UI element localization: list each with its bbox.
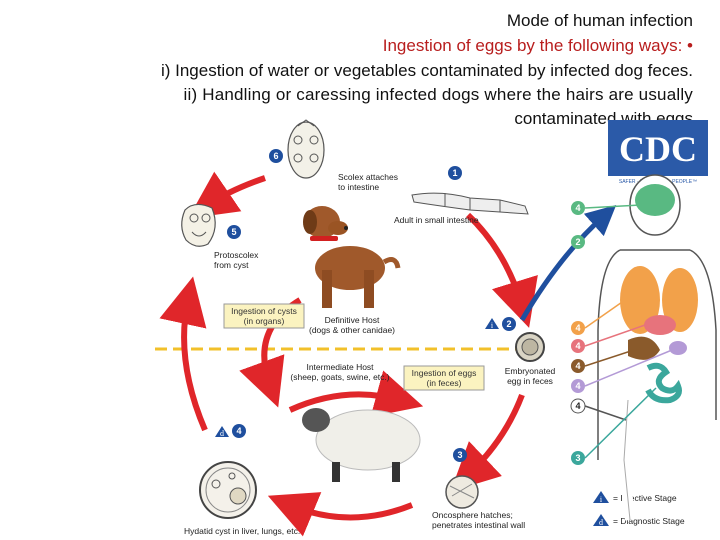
scolex-label-1: Scolex attaches [338,172,398,182]
subtitle: Ingestion of eggs by the following ways:… [382,36,693,55]
diagnostic-stage-marker-letter: d [220,429,224,438]
stage-1-number: 1 [452,168,457,178]
item-2-line-1: ii) Handling or caressing infected dogs … [183,85,693,104]
embryonated-label-1: Embryonated [505,366,556,376]
infective-stage-marker [485,318,499,329]
intermediate-host-label-2: (sheep, goats, swine, etc.) [290,372,389,382]
arrow-2-to-3 [450,393,525,492]
stage-3-number: 3 [457,450,462,460]
ingestion-eggs-label-2: (in feces) [427,378,462,388]
stage-6-badge [269,149,283,163]
embryonated-label-2: egg in feces [507,376,553,386]
definitive-host-label-2: (dogs & other canidae) [309,325,395,335]
stage-1-badge [448,166,462,180]
arrow-1-to-2 [465,212,538,328]
stage-5-badge [227,225,241,239]
legend-diagnostic-letter: d [599,518,603,527]
human-stage-badge-4: 4 [575,341,580,351]
arrow-4-to-5 [159,276,208,432]
diagnostic-stage-marker [215,426,229,437]
human-stage-4-purple-badge [571,379,585,393]
arrow-3-to-4 [267,492,414,537]
ingestion-eggs-box [403,365,485,391]
oncosphere-label-1: Oncosphere hatches; [432,510,513,520]
definitive-host-label-1: Definitive Host [325,315,380,325]
human-stage-badge-1: 4 [575,203,580,213]
legend-infective-letter: i [600,495,603,504]
ingestion-eggs-label-1: Ingestion of eggs [412,368,477,378]
ingestion-cysts-box [223,303,305,329]
human-stage-badge-2: 2 [575,237,580,247]
sheep-illustration [302,408,421,482]
ingestion-cysts-label-1: Ingestion of cysts [231,306,297,316]
hydatid-cyst-illustration [199,461,257,519]
oncosphere-label-2: penetrates intestinal wall [432,520,525,530]
ingestion-cysts-label-2: (in organs) [244,316,285,326]
human-stage-2-badge [571,235,585,249]
protoscolex-label-2: from cyst [214,260,249,270]
stage-4-badge [232,424,246,438]
oncosphere-illustration [445,475,479,509]
arrow-to-human [519,205,617,322]
human-figure-illustration [597,174,717,521]
human-stage-badge-7: 4 [575,401,580,411]
adult-label: Adult in small intestine [394,215,479,225]
cdc-logo-text: CDC [619,129,697,169]
infective-stage-marker-letter: i [491,321,494,330]
stage-6-number: 6 [273,151,278,161]
stage-4-number: 4 [236,426,241,436]
human-stage-markers: 4 2 4 4 4 4 4 3 [570,201,673,465]
item-1: i) Ingestion of water or vegetables cont… [160,61,693,80]
title: Mode of human infection [506,11,693,30]
arrow-eggs-to-sheep [288,370,424,417]
human-stage-4-bone-badge [570,398,586,414]
stage-3-badge [453,448,467,462]
legend-infective-marker [593,491,609,503]
dog-illustration [303,206,401,308]
intermediate-host-label-1: Intermediate Host [306,362,374,372]
human-stage-4-lungs-badge [571,201,585,215]
human-stage-4-pink-badge [571,339,585,353]
human-stage-4-brown-badge [571,359,585,373]
protoscolex-label-1: Protoscolex [214,250,259,260]
human-stage-badge-8: 3 [575,453,580,463]
stage-5-number: 5 [231,227,236,237]
adult-worm-illustration [411,192,529,215]
stage-2-badge [502,317,516,331]
human-stage-badge-5: 4 [575,361,580,371]
human-stage-badge-6: 4 [575,381,580,391]
scolex-label-2: to intestine [338,182,379,192]
arrow-6-to-5 [188,171,266,219]
embryonated-egg-illustration [515,332,545,362]
scolex-illustration [287,119,325,179]
legend-diagnostic-label: = Diagnostic Stage [613,516,685,526]
protoscolex-illustration [181,203,216,247]
hydatid-label: Hydatid cyst in liver, lungs, etc. [184,526,300,536]
cdc-logo: CDC SAFER · HEALTHIER · PEOPLE™ [608,120,708,185]
human-stage-4-orange-badge [571,321,585,335]
stage-2-number: 2 [506,319,511,329]
legend-diagnostic-marker [593,514,609,526]
human-stage-3-badge [571,451,585,465]
human-stage-badge-3: 4 [575,323,580,333]
legend-infective-label: = Infective Stage [613,493,677,503]
